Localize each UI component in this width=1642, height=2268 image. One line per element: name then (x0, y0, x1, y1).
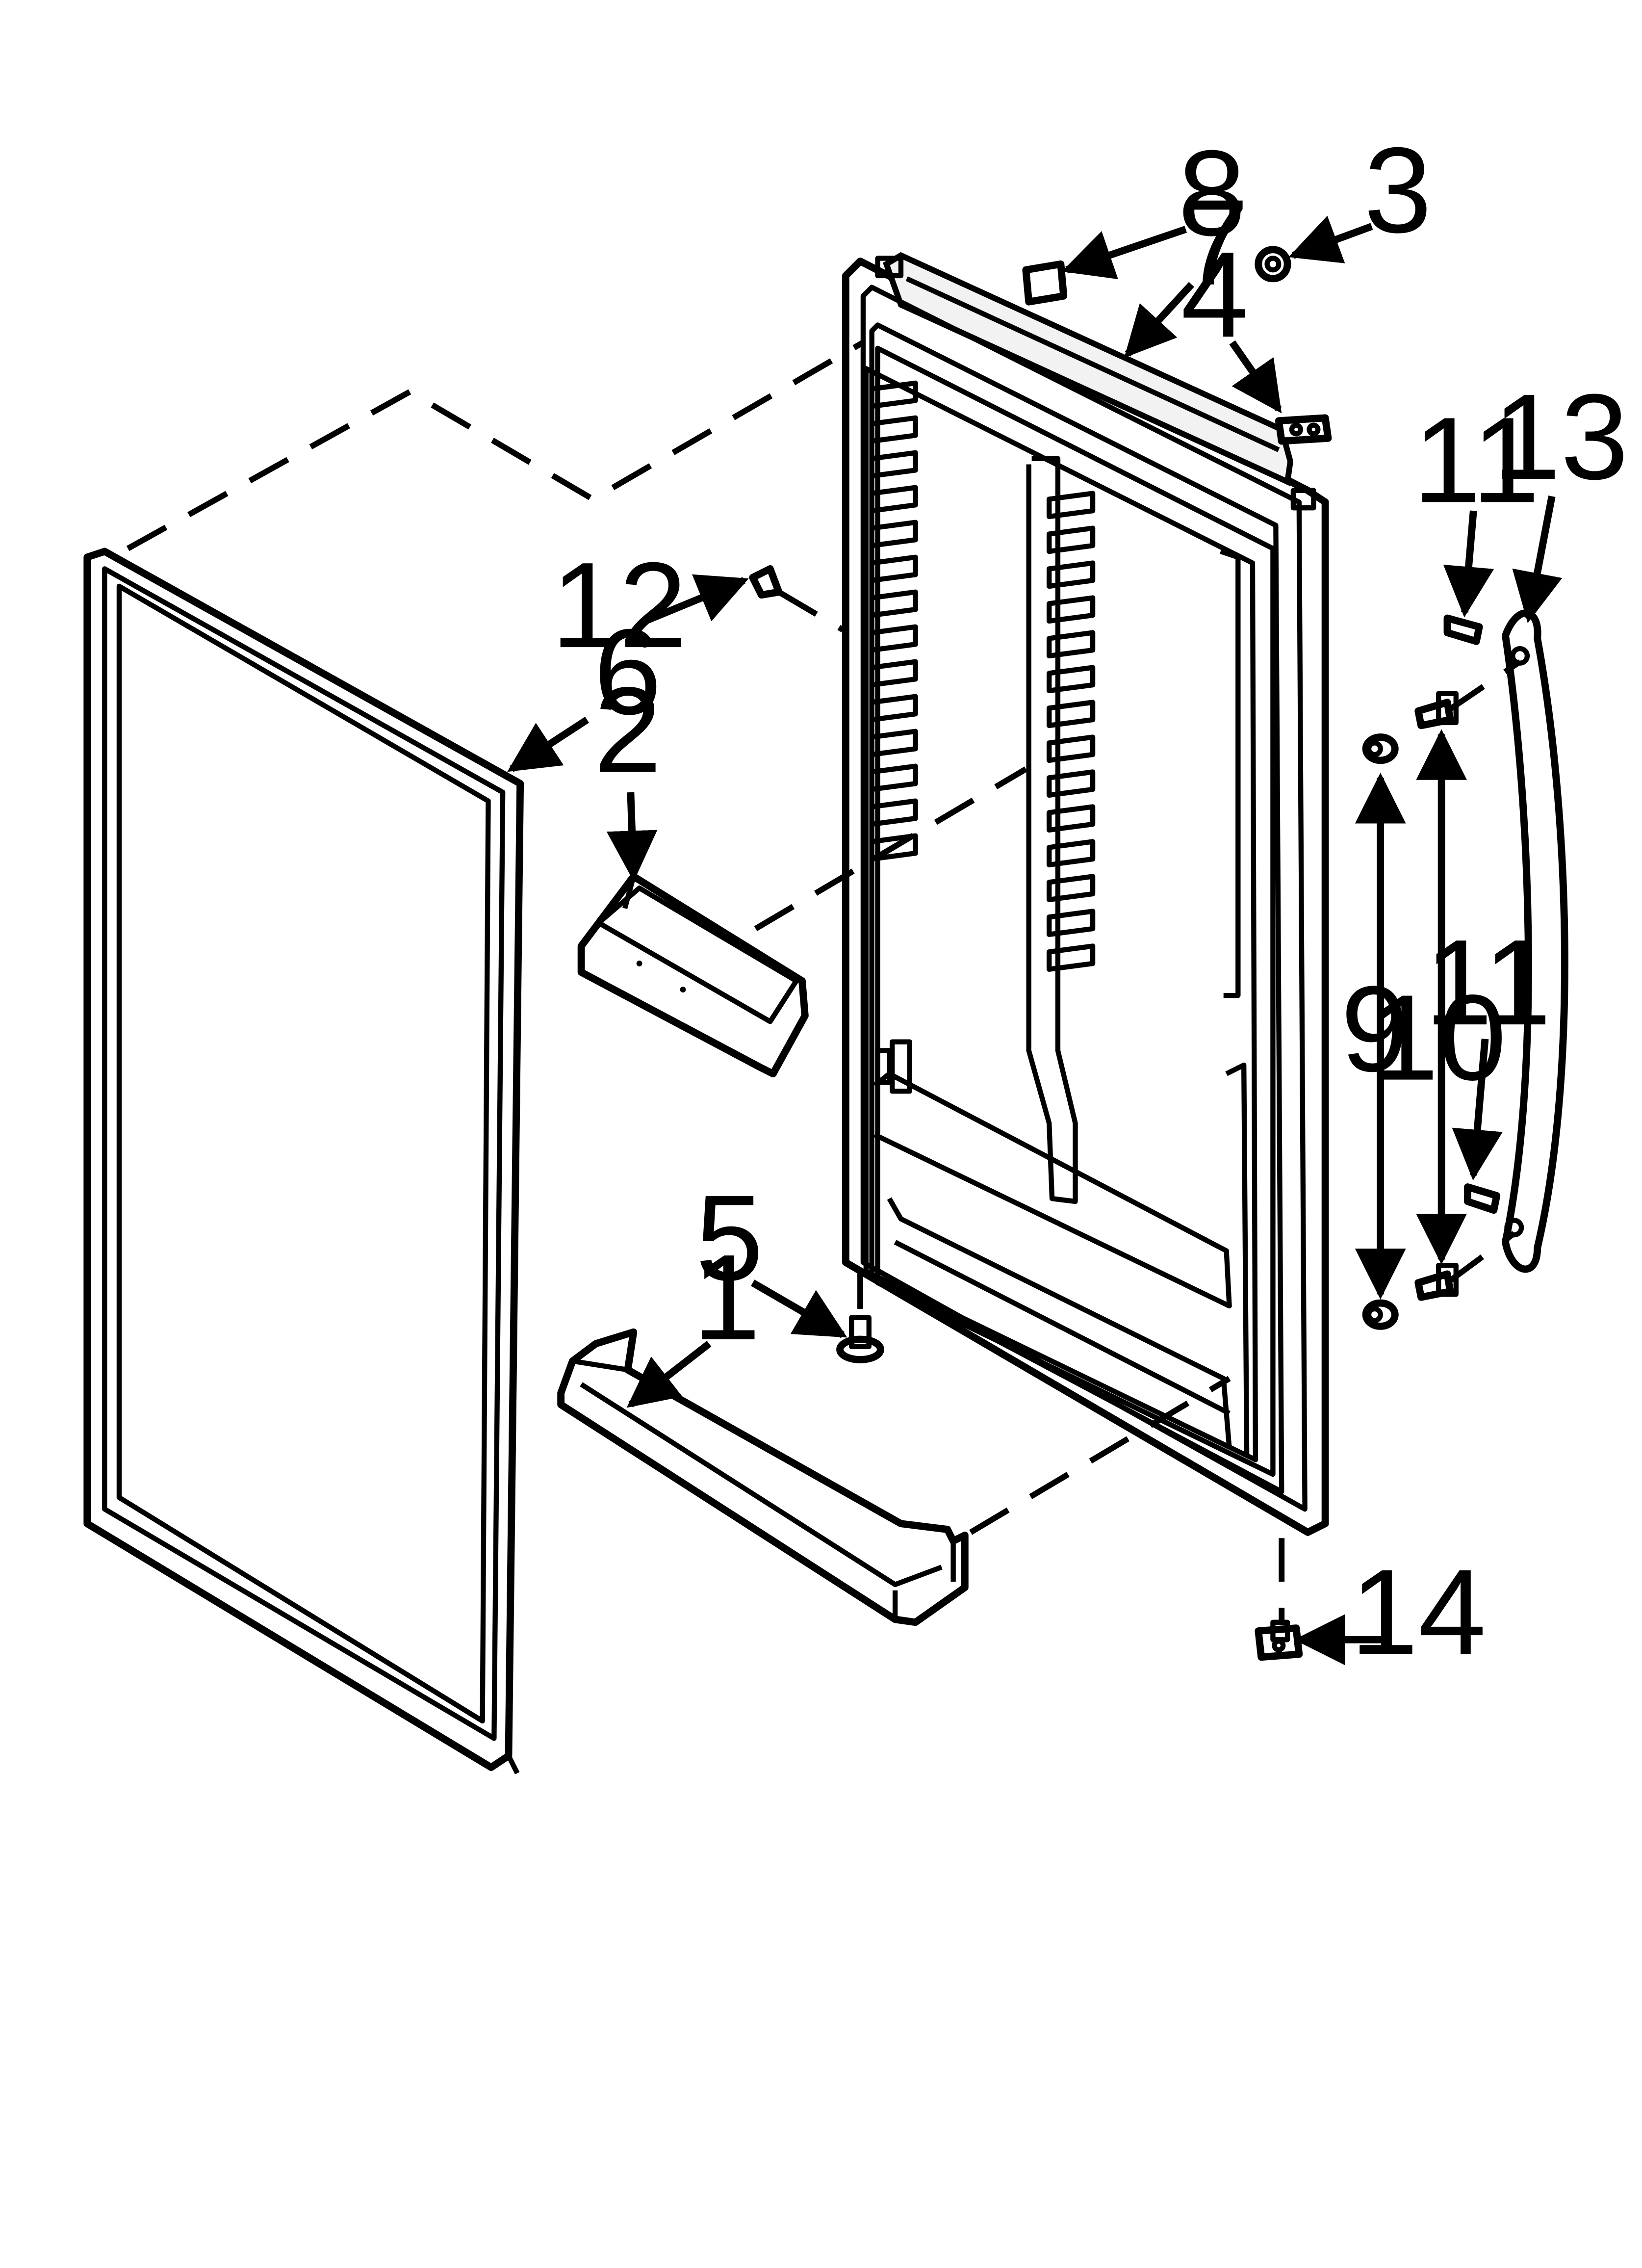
callout-12: 12 (551, 537, 687, 673)
callout-2: 2 (594, 662, 662, 798)
shelf-rib-center (1046, 700, 1096, 729)
shelf-rib-center (1046, 665, 1096, 694)
shelf-rib-left (869, 520, 918, 548)
callout-6: 6 (594, 603, 662, 740)
shelf-rib-left (869, 763, 918, 792)
shelf-rib-left (869, 380, 918, 409)
bottom-hinge-part (1255, 1619, 1303, 1661)
shelf-rib-center (1046, 943, 1096, 972)
handle-setscrew-lower (1464, 1183, 1501, 1214)
shelf-rib-center (1046, 491, 1096, 520)
callout-10: 10 (1371, 969, 1507, 1106)
lower-door-bin (557, 1328, 969, 1626)
callout-7: 7 (1181, 174, 1249, 311)
shelf-rib-center (1046, 630, 1096, 659)
shelf-rib-left (869, 589, 918, 618)
shelf-rib-center (1046, 839, 1096, 868)
handle-spacer-lower (1362, 1299, 1399, 1330)
callout-11-lower: 11 (1425, 914, 1551, 1050)
shelf-rib-left (869, 450, 918, 479)
shelf-rib-left (869, 833, 918, 862)
shelf-rib-center (1046, 909, 1096, 937)
assembly-lines (126, 339, 1522, 1622)
hinge-cap-part (1255, 246, 1291, 283)
shelf-rib-left (869, 624, 918, 653)
shelf-rib-center (1046, 595, 1096, 624)
door-shelf-ribs-center (1046, 491, 1096, 972)
shelf-rib-center (1046, 560, 1096, 589)
handle-setscrew-upper (1443, 614, 1483, 645)
shelf-rib-left (869, 798, 918, 827)
outer-door-panel (83, 547, 524, 1774)
shelf-rib-center (1046, 525, 1096, 554)
callout-11-upper: 11 (1413, 392, 1539, 528)
shelf-rib-left (869, 659, 918, 688)
callout-9: 9 (1341, 961, 1409, 1097)
callout-4: 4 (1181, 226, 1249, 363)
shelf-rib-center (1046, 874, 1096, 902)
callout-5: 5 (695, 1170, 763, 1306)
door-label-part (1022, 260, 1068, 306)
leader-lines (507, 215, 1563, 1666)
shelf-rib-left (869, 554, 918, 583)
top-hinge-part (1275, 414, 1332, 445)
shelf-rib-center (1046, 734, 1096, 763)
door-stop-part (836, 1315, 884, 1363)
shelf-rib-left (869, 415, 918, 444)
shelf-rib-center (1046, 769, 1096, 798)
shelf-rib-left (869, 485, 918, 514)
door-shelf-ribs-left (869, 380, 918, 862)
shelf-rib-center (1046, 804, 1096, 833)
callout-3: 3 (1364, 122, 1432, 258)
clip-part (749, 565, 783, 599)
callout-13: 13 (1493, 368, 1629, 505)
shelf-rib-left (869, 729, 918, 757)
callout-8: 8 (1178, 125, 1246, 261)
upper-door-bin (577, 873, 809, 1078)
handle-spacer-upper (1362, 733, 1399, 764)
callout-1: 1 (693, 1229, 760, 1365)
callout-14: 14 (1350, 1544, 1486, 1680)
shelf-rib-left (869, 694, 918, 723)
